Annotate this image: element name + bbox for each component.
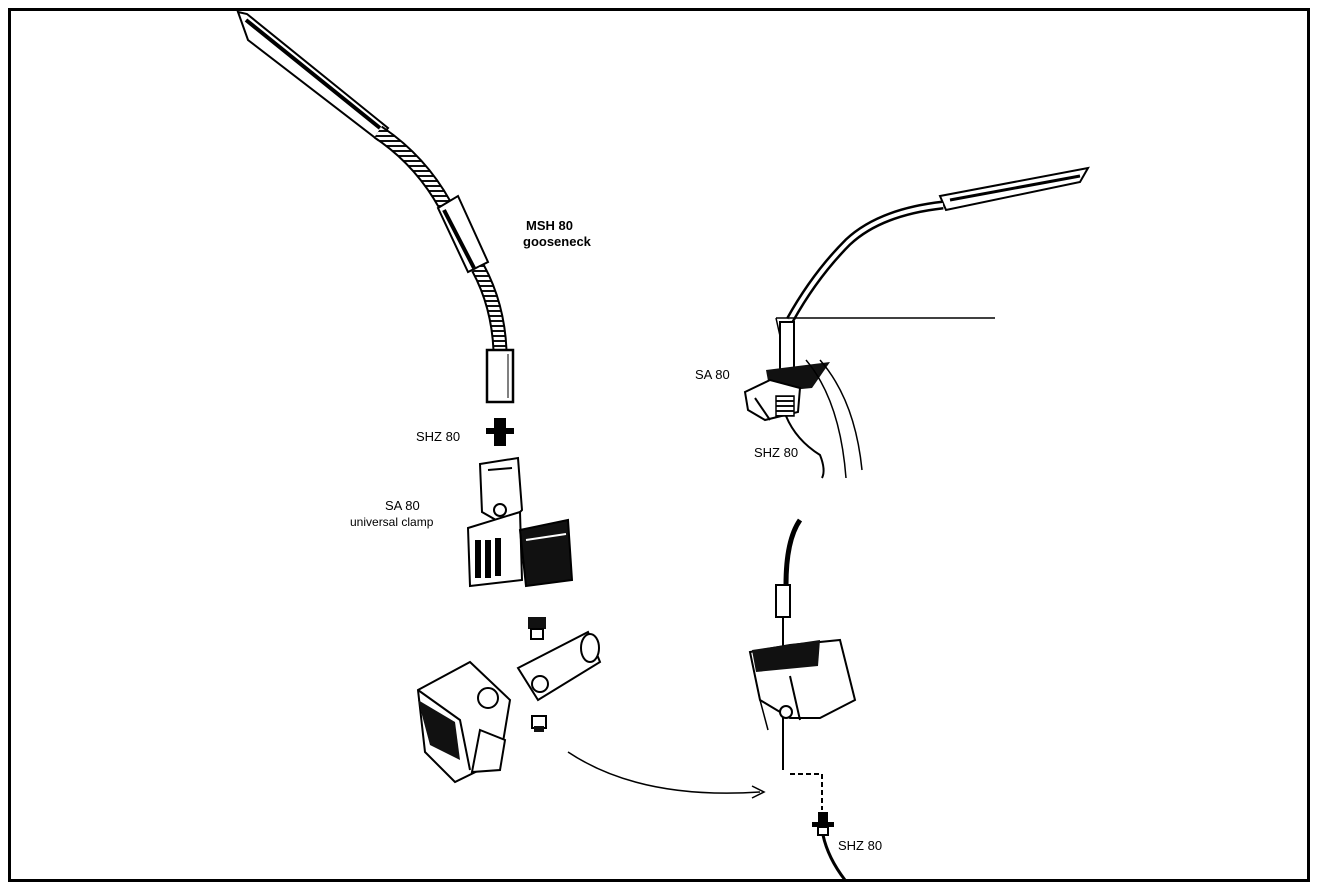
label-adapter-right: SHZ 80 bbox=[754, 445, 798, 460]
assembly-arrow bbox=[567, 751, 766, 799]
label-clamp-right: SA 80 bbox=[695, 367, 730, 382]
label-gooseneck-desc: gooseneck bbox=[523, 234, 592, 249]
diagram-frame bbox=[8, 8, 1310, 882]
label-adapter-left: SHZ 80 bbox=[416, 429, 460, 444]
clamp-disassembled bbox=[416, 617, 602, 784]
label-adapter-bottom: SHZ 80 bbox=[838, 838, 882, 853]
clamp-sa80-assembled bbox=[466, 456, 574, 588]
label-clamp-desc: universal clamp bbox=[350, 515, 434, 529]
label-clamp-model: SA 80 bbox=[385, 498, 420, 513]
mounted-gooseneck-illustration bbox=[743, 166, 1090, 479]
clamp-on-cable-illustration bbox=[748, 518, 857, 881]
label-gooseneck-model: MSH 80 bbox=[526, 218, 573, 233]
gooseneck-illustration bbox=[236, 10, 515, 404]
adapter-shz80-left bbox=[486, 418, 514, 446]
